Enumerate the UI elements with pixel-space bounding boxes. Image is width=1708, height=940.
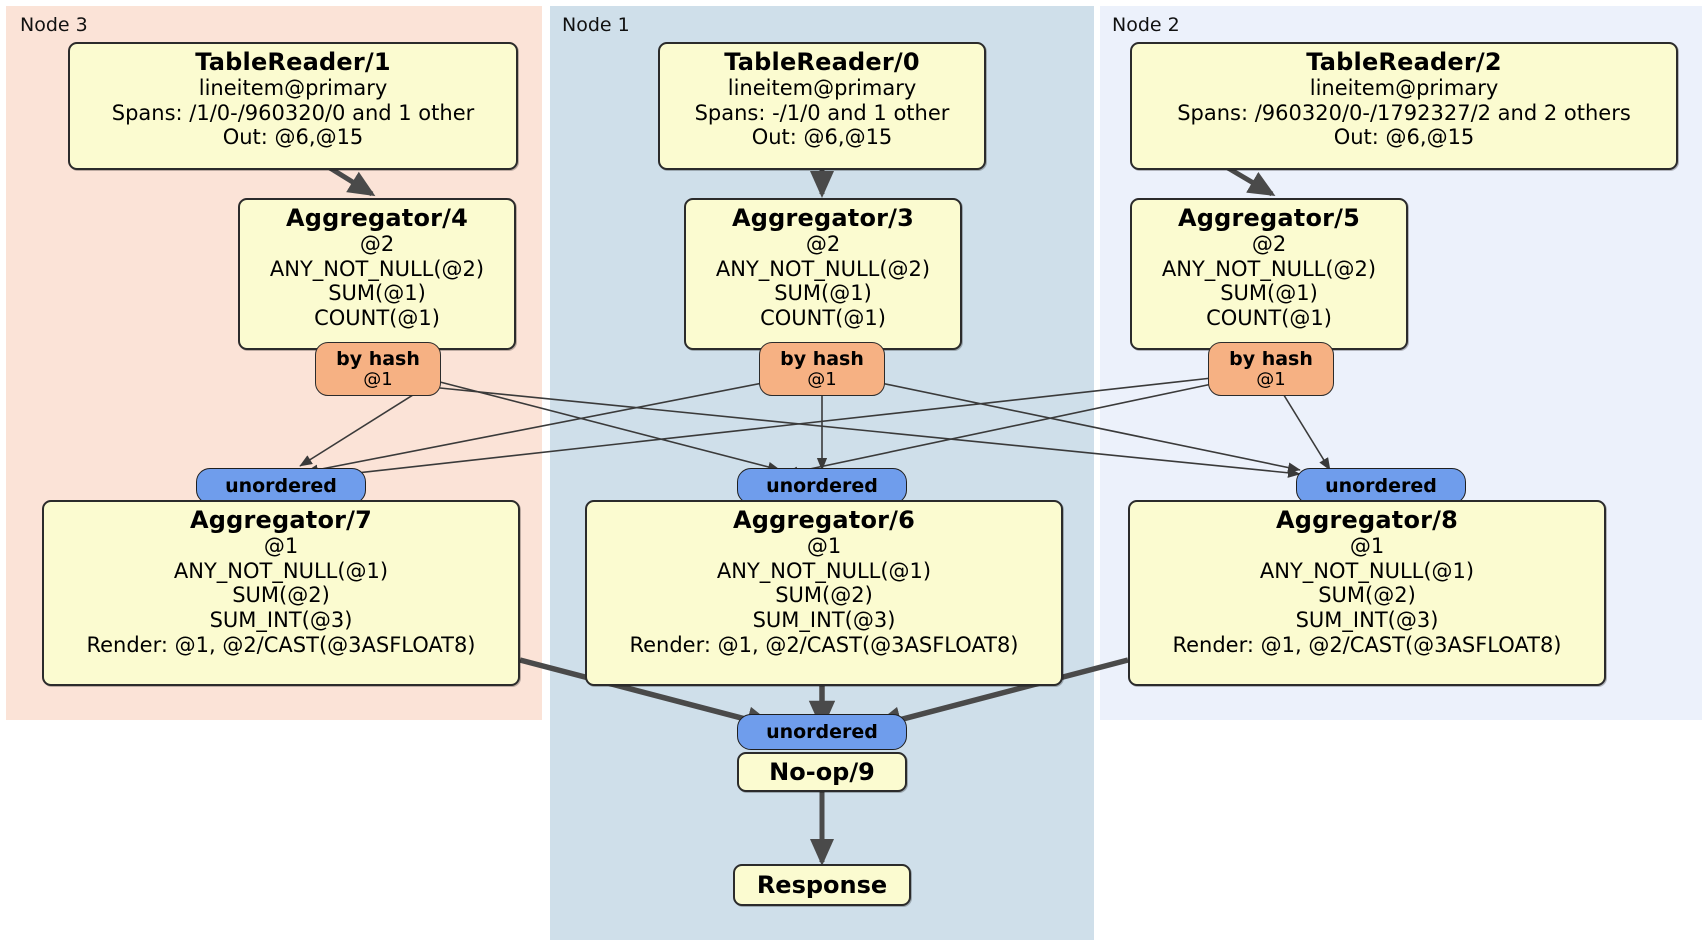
synchronizer-badge-unordered-left[interactable]: unordered [196, 468, 366, 504]
processor-line: Render: @1, @2/CAST(@3ASFLOAT8) [86, 632, 476, 657]
processor-aggregator-5[interactable]: Aggregator/5 @2 ANY_NOT_NULL(@2) SUM(@1)… [1130, 198, 1408, 350]
processor-line: @1 [263, 533, 299, 558]
processor-line: SUM_INT(@3) [1295, 608, 1439, 633]
processor-line: Out: @6,@15 [1333, 125, 1475, 150]
processor-line: Render: @1, @2/CAST(@3ASFLOAT8) [629, 632, 1019, 657]
processor-line: COUNT(@1) [760, 306, 886, 331]
processor-line: ANY_NOT_NULL(@1) [716, 558, 932, 583]
processor-line: ANY_NOT_NULL(@1) [173, 558, 389, 583]
processor-line: @2 [1251, 231, 1287, 256]
processor-aggregator-3[interactable]: Aggregator/3 @2 ANY_NOT_NULL(@2) SUM(@1)… [684, 198, 962, 350]
node-label-node2: Node 2 [1112, 14, 1180, 36]
processor-line: ANY_NOT_NULL(@2) [715, 256, 931, 281]
processor-aggregator-4[interactable]: Aggregator/4 @2 ANY_NOT_NULL(@2) SUM(@1)… [238, 198, 516, 350]
processor-aggregator-7[interactable]: Aggregator/7 @1 ANY_NOT_NULL(@1) SUM(@2)… [42, 500, 520, 686]
processor-table-reader-0[interactable]: TableReader/0 lineitem@primary Spans: -/… [658, 42, 986, 170]
processor-title: Aggregator/7 [189, 506, 373, 534]
processor-title: TableReader/1 [195, 48, 391, 76]
router-badge-column: @1 [363, 368, 393, 390]
processor-line: Spans: /960320/0-/1792327/2 and 2 others [1177, 100, 1631, 125]
node-label-node3: Node 3 [20, 14, 88, 36]
router-badge-column: @1 [1256, 368, 1286, 390]
processor-title: Aggregator/3 [731, 204, 915, 232]
processor-line: Spans: -/1/0 and 1 other [694, 100, 950, 125]
router-badge-by-hash-center[interactable]: by hash @1 [759, 342, 885, 396]
processor-line: lineitem@primary [1309, 75, 1499, 100]
processor-table-reader-2[interactable]: TableReader/2 lineitem@primary Spans: /9… [1130, 42, 1678, 170]
processor-title: Aggregator/6 [732, 506, 916, 534]
processor-line: Out: @6,@15 [751, 125, 893, 150]
processor-title: Aggregator/4 [285, 204, 469, 232]
processor-title: Response [756, 871, 888, 899]
processor-response[interactable]: Response [733, 864, 911, 906]
router-badge-by-hash-right[interactable]: by hash @1 [1208, 342, 1334, 396]
processor-line: Spans: /1/0-/960320/0 and 1 other [111, 100, 475, 125]
router-badge-by-hash-left[interactable]: by hash @1 [315, 342, 441, 396]
router-badge-label: by hash [780, 347, 864, 370]
processor-aggregator-8[interactable]: Aggregator/8 @1 ANY_NOT_NULL(@1) SUM(@2)… [1128, 500, 1606, 686]
processor-title: Aggregator/5 [1177, 204, 1361, 232]
processor-aggregator-6[interactable]: Aggregator/6 @1 ANY_NOT_NULL(@1) SUM(@2)… [585, 500, 1063, 686]
processor-line: SUM_INT(@3) [209, 608, 353, 633]
processor-noop-9[interactable]: No-op/9 [737, 752, 907, 792]
synchronizer-badge-unordered-center[interactable]: unordered [737, 468, 907, 504]
processor-title: Aggregator/8 [1275, 506, 1459, 534]
processor-line: SUM(@2) [1318, 583, 1416, 608]
processor-line: @2 [805, 231, 841, 256]
processor-line: SUM(@1) [1220, 281, 1318, 306]
router-badge-label: by hash [336, 347, 420, 370]
processor-line: SUM(@1) [328, 281, 426, 306]
synchronizer-badge-unordered-right[interactable]: unordered [1296, 468, 1466, 504]
router-badge-label: by hash [1229, 347, 1313, 370]
processor-line: @1 [1349, 533, 1385, 558]
processor-line: COUNT(@1) [1206, 306, 1332, 331]
processor-table-reader-1[interactable]: TableReader/1 lineitem@primary Spans: /1… [68, 42, 518, 170]
processor-line: Out: @6,@15 [222, 125, 364, 150]
router-badge-column: @1 [807, 368, 837, 390]
processor-line: SUM(@2) [775, 583, 873, 608]
processor-title: TableReader/2 [1306, 48, 1502, 76]
processor-line: COUNT(@1) [314, 306, 440, 331]
processor-line: ANY_NOT_NULL(@2) [269, 256, 485, 281]
node-label-node1: Node 1 [562, 14, 630, 36]
processor-title: No-op/9 [769, 758, 875, 786]
processor-line: SUM(@1) [774, 281, 872, 306]
processor-line: SUM(@2) [232, 583, 330, 608]
processor-line: lineitem@primary [727, 75, 917, 100]
processor-line: Render: @1, @2/CAST(@3ASFLOAT8) [1172, 632, 1562, 657]
processor-line: @2 [359, 231, 395, 256]
processor-title: TableReader/0 [724, 48, 920, 76]
processor-line: SUM_INT(@3) [752, 608, 896, 633]
processor-line: lineitem@primary [198, 75, 388, 100]
processor-line: @1 [806, 533, 842, 558]
synchronizer-badge-unordered-final[interactable]: unordered [737, 714, 907, 750]
processor-line: ANY_NOT_NULL(@2) [1161, 256, 1377, 281]
processor-line: ANY_NOT_NULL(@1) [1259, 558, 1475, 583]
